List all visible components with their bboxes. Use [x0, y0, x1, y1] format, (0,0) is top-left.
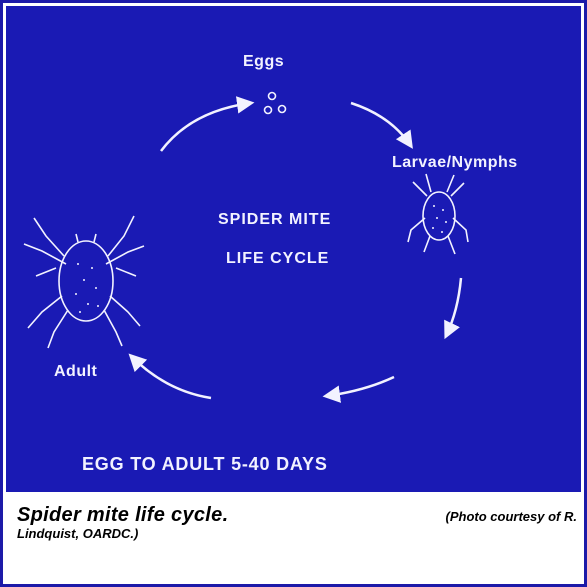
life-cycle-diagram [6, 6, 581, 492]
diagram-title-line1: SPIDER MITE [218, 211, 331, 229]
diagram-title-line2: LIFE CYCLE [226, 250, 329, 268]
arrow-eggs-to-larvae [351, 103, 411, 146]
adult-label: Adult [54, 363, 97, 381]
caption-credit-continued: Lindquist, OARDC.) [17, 525, 577, 542]
caption-first-line: Spider mite life cycle. (Photo courtesy … [17, 507, 577, 525]
eggs-label: Eggs [243, 53, 284, 71]
arrow-bottom-right [326, 377, 394, 396]
eggs-icon [265, 93, 286, 114]
life-cycle-slide: Eggs Larvae/Nymphs Adult SPIDER MITE LIF… [6, 6, 581, 492]
figure-caption: Spider mite life cycle. (Photo courtesy … [17, 507, 577, 542]
adult-mite-icon [24, 216, 144, 348]
arrow-to-adult [131, 356, 211, 398]
caption-credit-text: (Photo courtesy of R. [446, 508, 577, 525]
arrow-adult-to-eggs [161, 103, 251, 151]
caption-main-text: Spider mite life cycle. [17, 507, 228, 524]
larva-nymph-icon [408, 174, 468, 254]
duration-label: EGG TO ADULT 5-40 DAYS [82, 454, 328, 475]
arrow-larvae-down [446, 278, 461, 336]
larvae-nymphs-label: Larvae/Nymphs [392, 154, 518, 172]
